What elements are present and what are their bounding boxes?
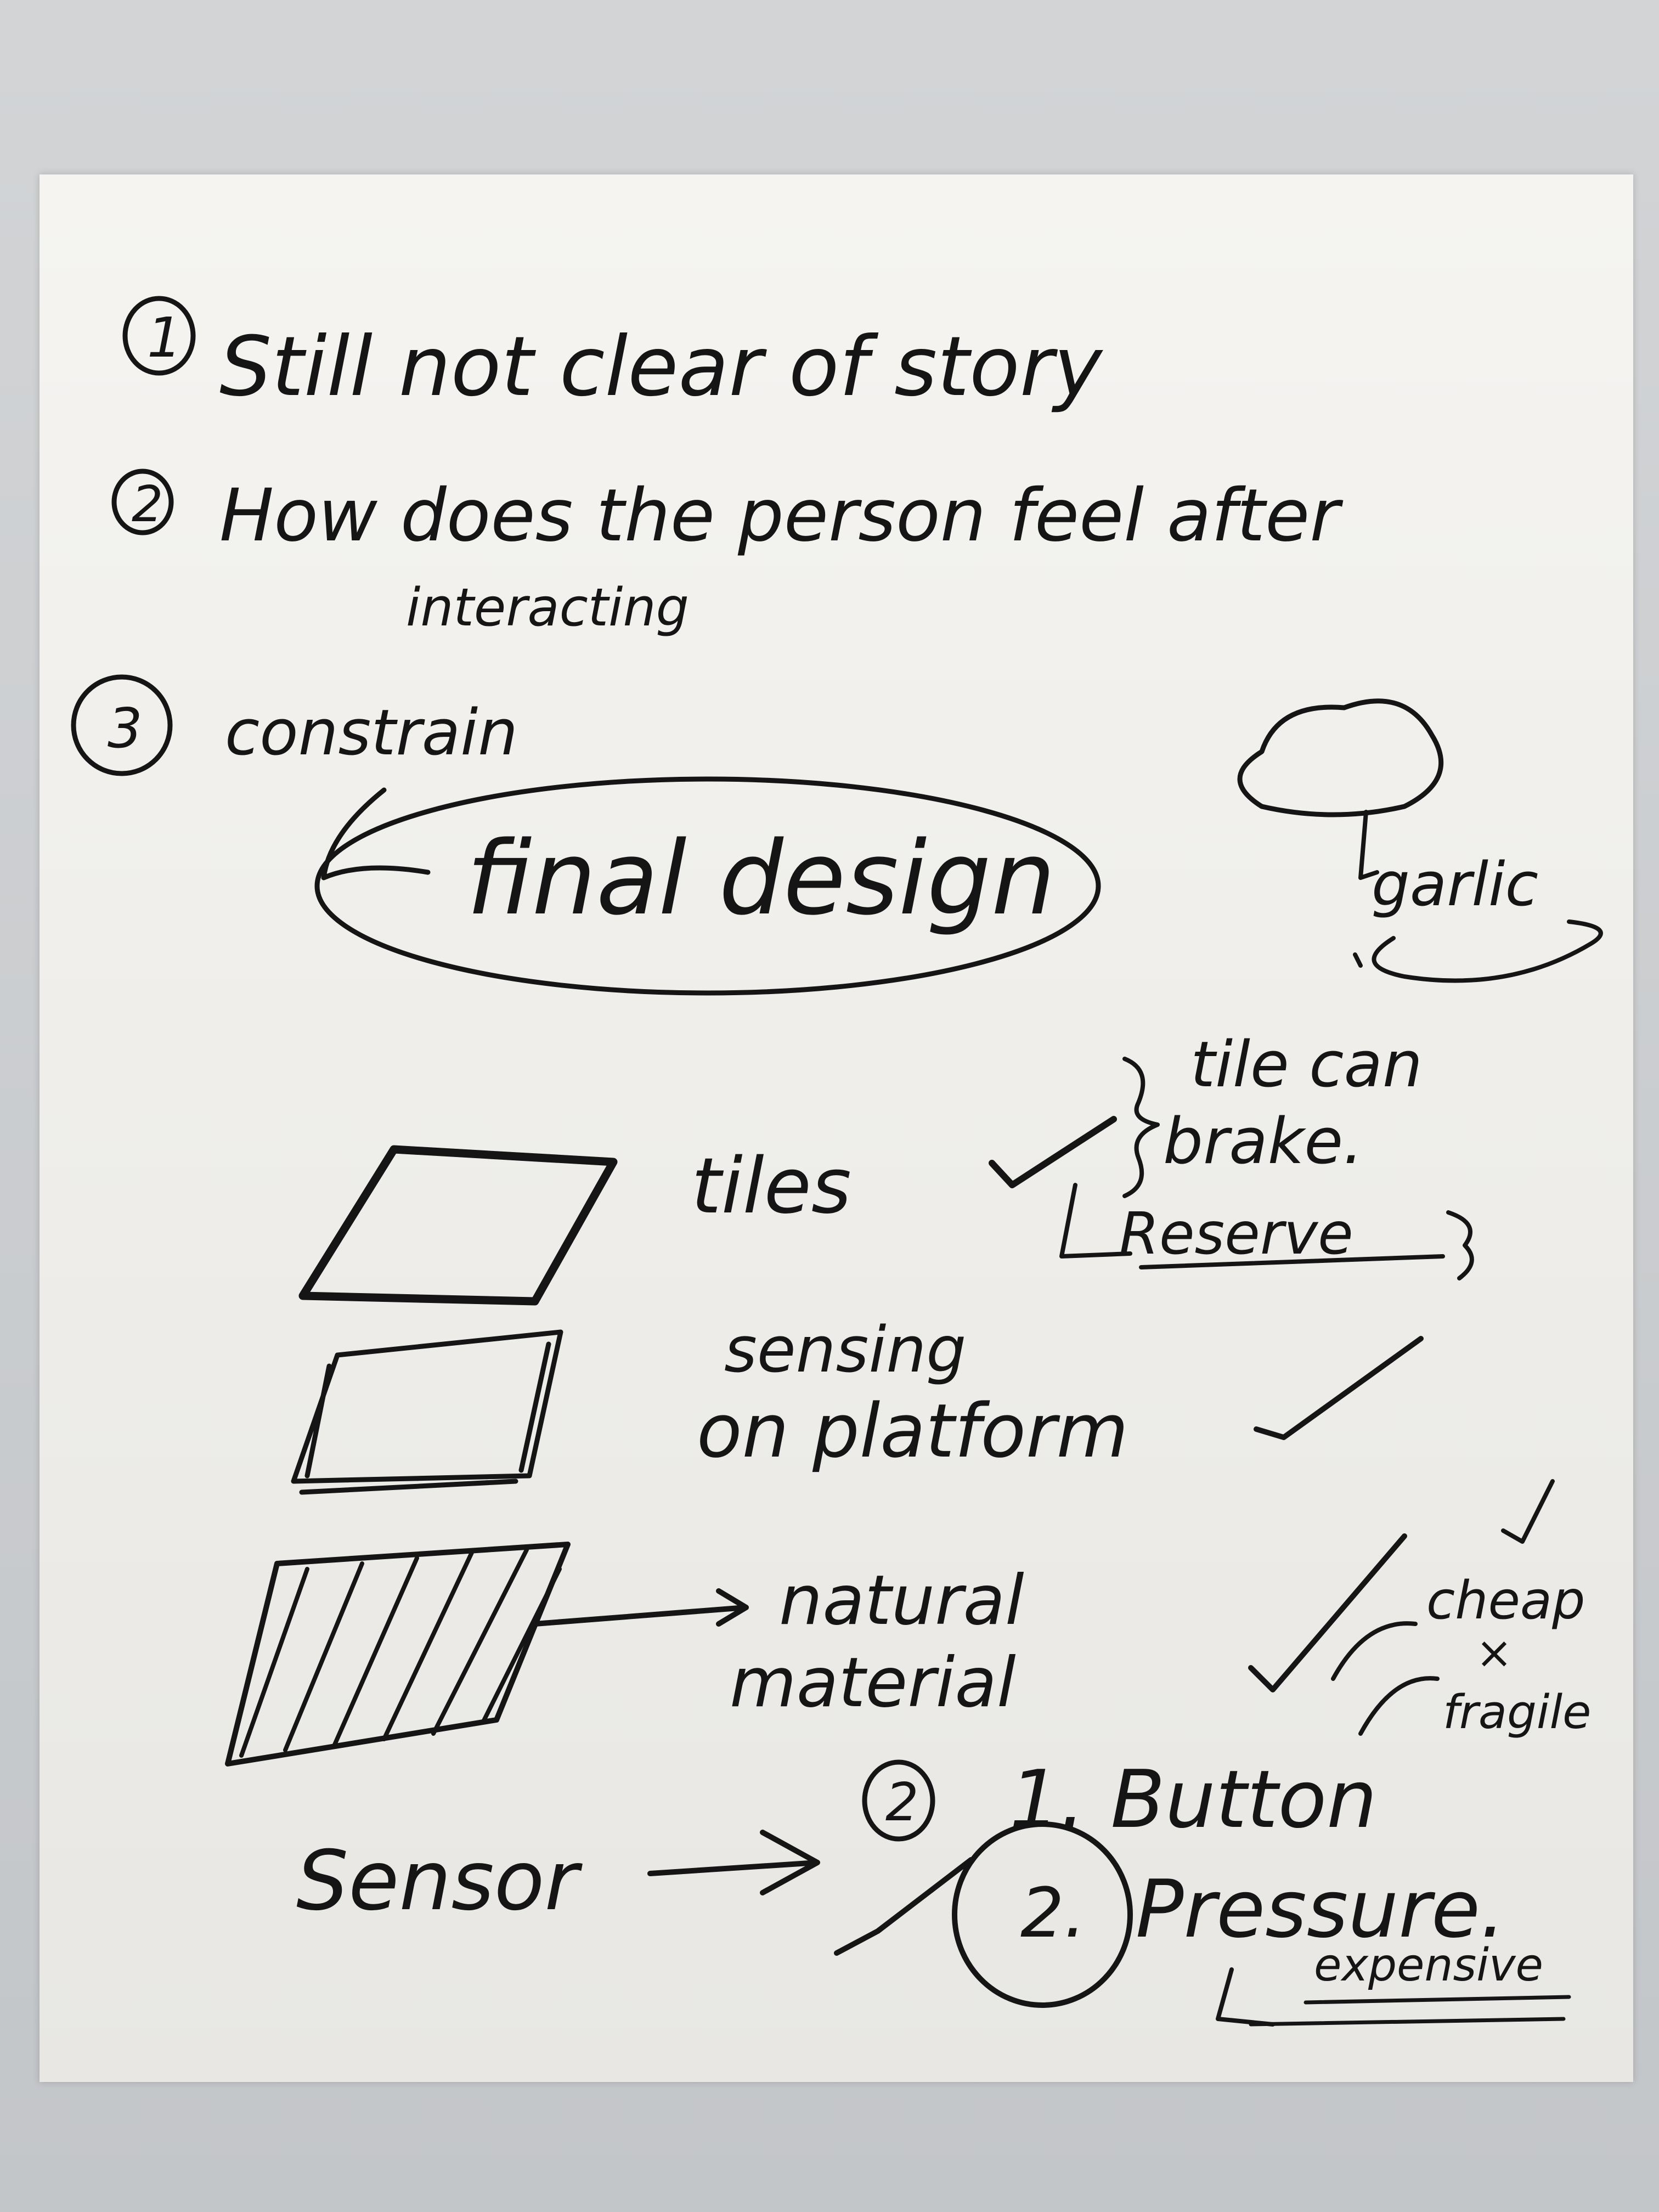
final-design-oval: [314, 776, 1101, 996]
tiles-note-line2: brake.: [1163, 1105, 1363, 1178]
cheap-arrow-icon: [1331, 1621, 1418, 1681]
item-1-number-circle: [122, 296, 196, 376]
cloud-label: garlic: [1372, 849, 1538, 919]
sensing-check-icon: [1254, 1336, 1424, 1440]
item-3-text: constrain: [225, 696, 518, 770]
sensing-line2: on platform: [697, 1388, 1128, 1474]
sensor-arrow-icon: [647, 1830, 820, 1895]
tile-sketch: [298, 1145, 618, 1306]
fragile-arrow-icon: [1358, 1676, 1440, 1736]
natural-line1: natural: [779, 1561, 1024, 1640]
item-3-number: 3: [108, 696, 143, 760]
natural-material-hatching: [239, 1548, 562, 1758]
sensor-option2-number: 2.: [1020, 1874, 1086, 1953]
tiles-check-icon: [989, 1116, 1117, 1188]
natural-cross: ×: [1476, 1627, 1513, 1678]
sensing-platform-sketch: [291, 1329, 563, 1495]
sensor-option2-note: expensive: [1314, 1939, 1543, 1991]
sensor-option2-check-icon: [834, 1857, 974, 1956]
item-2-continuation: interacting: [406, 578, 689, 638]
hook-arrow-icon: [321, 787, 431, 881]
sensor-option2-note-underline: [1249, 1995, 1571, 2027]
tiles-brace-right-icon: [1446, 1210, 1474, 1280]
sensor-circle-label: 2: [885, 1773, 918, 1833]
sensor-option2: Pressure.: [1136, 1863, 1505, 1956]
natural-material-arrow-icon: [532, 1588, 749, 1627]
sensor-option1: 1. Button: [1009, 1753, 1377, 1846]
item-2-text: How does the person feel after: [219, 473, 1344, 558]
sensor-option2-circle: [952, 1821, 1133, 2008]
sensor-label: Sensor: [296, 1833, 583, 1929]
item-2-number-circle: [111, 469, 174, 535]
sensor-option2-note-arrow-icon: [1216, 1967, 1275, 2027]
tiles-sub-arrow-icon: [1059, 1183, 1132, 1259]
cloud-cycle-arrow-icon: [1353, 919, 1603, 983]
natural-line2: material: [730, 1643, 1016, 1723]
natural-option-cheap: cheap: [1426, 1571, 1585, 1631]
sensing-line1: sensing: [724, 1313, 966, 1387]
tiles-note-line1: tile can: [1190, 1028, 1423, 1102]
flip-chart-paper: [40, 174, 1633, 2082]
natural-small-check-icon: [1501, 1479, 1555, 1544]
natural-option-fragile: fragile: [1443, 1685, 1591, 1740]
item-3-number-circle: [71, 674, 173, 776]
tiles-label: tiles: [691, 1142, 851, 1231]
sensor-small-circle: [862, 1759, 935, 1842]
final-design-label: final design: [466, 819, 1056, 938]
cloud-sketch-icon: [1237, 698, 1444, 817]
natural-check-icon: [1248, 1533, 1407, 1692]
item-1-number: 1: [147, 306, 182, 370]
item-2-number: 2: [132, 476, 163, 533]
tiles-brace-icon: [1122, 1057, 1160, 1198]
tiles-note-underline: [1139, 1254, 1445, 1269]
item-1-text: Still not clear of story: [219, 319, 1103, 415]
tiles-note-sub: Reserve: [1119, 1200, 1353, 1267]
cloud-arrow-icon: [1358, 810, 1379, 880]
